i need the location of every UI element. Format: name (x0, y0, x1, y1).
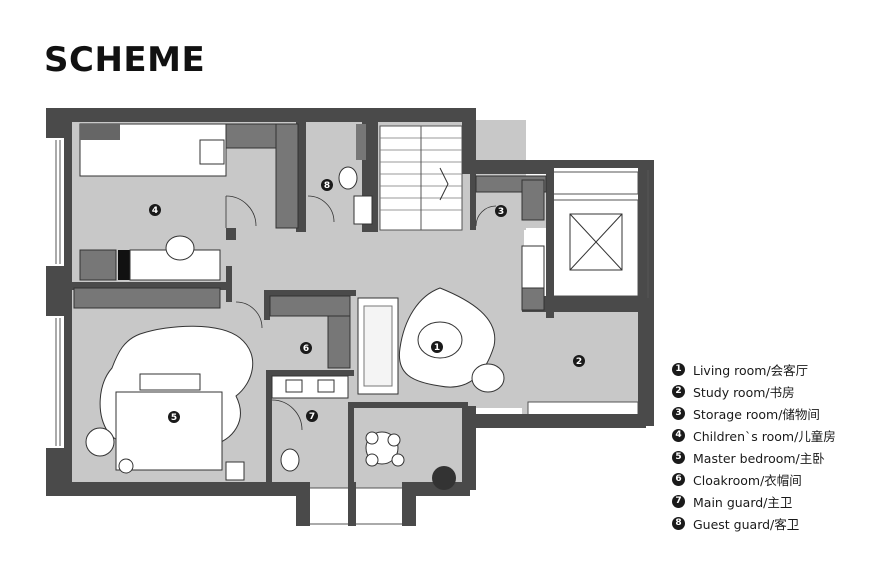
staircase (379, 125, 463, 231)
room-badge-5: 5 (168, 411, 180, 423)
svg-text:6: 6 (303, 344, 309, 354)
legend-item: 5 Master bedroom/主卧 (672, 446, 836, 468)
legend-label: Master bedroom/主卧 (693, 450, 825, 466)
legend-item: 1 Living room/会客厅 (672, 358, 836, 380)
legend-label: Guest guard/客卫 (693, 516, 800, 532)
legend-label: Main guard/主卫 (693, 494, 793, 510)
balcony-area (303, 171, 639, 525)
room-badge-8: 8 (321, 179, 333, 191)
windows (55, 140, 649, 446)
room-badge-2: 2 (573, 355, 585, 367)
legend-badge: 3 (672, 406, 685, 420)
legend-badge: 7 (672, 494, 685, 508)
room-badge-4: 4 (149, 204, 161, 216)
legend-badge: 8 (672, 516, 685, 530)
legend-badge: 4 (672, 428, 685, 442)
childrens-room-furniture (73, 123, 299, 309)
svg-text:8: 8 (324, 181, 330, 191)
page-title: SCHEME (44, 40, 206, 80)
storage-room-furniture (475, 175, 547, 227)
room-badge-6: 6 (300, 342, 312, 354)
legend-badge: 2 (672, 384, 685, 398)
svg-text:7: 7 (309, 412, 315, 422)
living-room-furniture (357, 245, 545, 395)
room-badge-7: 7 (306, 410, 318, 422)
dining-furniture (365, 431, 456, 490)
legend-item: 6 Cloakroom/衣帽间 (672, 468, 836, 490)
legend: 1 Living room/会客厅 2 Study room/书房 3 Stor… (672, 358, 836, 534)
legend-badge: 1 (672, 362, 685, 376)
svg-text:4: 4 (152, 206, 158, 216)
room-badges: 1 2 3 4 5 6 7 8 (149, 179, 585, 423)
legend-label: Living room/会客厅 (693, 362, 809, 378)
main-bath-fixtures (271, 375, 349, 472)
legend-label: Cloakroom/衣帽间 (693, 472, 802, 488)
svg-text:2: 2 (576, 357, 582, 367)
legend-item: 2 Study room/书房 (672, 380, 836, 402)
room-badge-1: 1 (431, 341, 443, 353)
legend-label: Children`s room/儿童房 (693, 428, 836, 444)
svg-text:5: 5 (171, 413, 177, 423)
legend-item: 3 Storage room/储物间 (672, 402, 836, 424)
svg-text:1: 1 (434, 343, 440, 353)
legend-item: 7 Main guard/主卫 (672, 490, 836, 512)
guest-bath-fixtures (306, 124, 373, 225)
legend-item: 8 Guest guard/客卫 (672, 512, 836, 534)
legend-item: 4 Children`s room/儿童房 (672, 424, 836, 446)
svg-text:3: 3 (498, 207, 504, 217)
legend-label: Study room/书房 (693, 384, 795, 400)
legend-badge: 6 (672, 472, 685, 486)
legend-label: Storage room/储物间 (693, 406, 820, 422)
master-bedroom-furniture (85, 325, 254, 481)
room-badge-3: 3 (495, 205, 507, 217)
legend-badge: 5 (672, 450, 685, 464)
cloakroom-furniture (235, 295, 351, 369)
walls (46, 108, 654, 526)
